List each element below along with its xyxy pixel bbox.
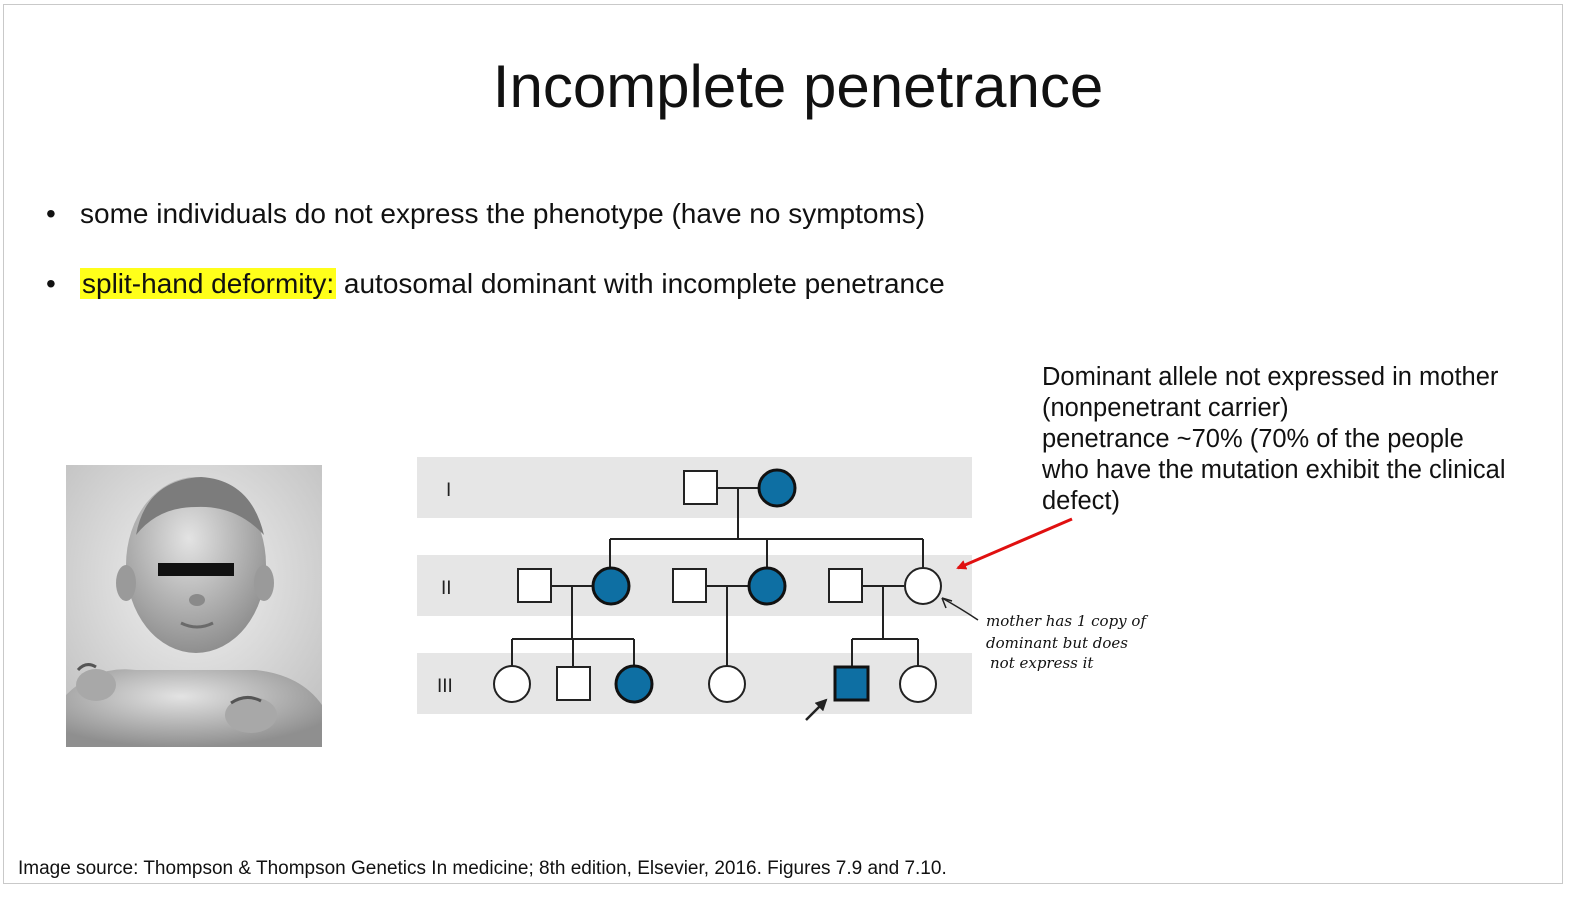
pedigree-male-unaffected [683,470,718,505]
pedigree-male-unaffected [556,666,591,701]
bullet-marker: • [46,268,56,299]
bullet-text: autosomal dominant with incomplete penet… [336,268,945,299]
bullet-text: some individuals do not express the phen… [80,198,926,229]
pedigree-male-proband [833,665,870,702]
pedigree-male-unaffected [828,568,863,603]
pedigree-chart: I II III [417,457,972,714]
handwritten-note-line: not express it [990,654,1094,672]
pedigree-female-unaffected [899,665,937,703]
bullet-marker: • [46,198,56,229]
bullet-item-2: • split-hand deformity: autosomal dominan… [46,268,945,300]
privacy-bar [158,563,234,576]
red-arrow-icon [956,517,1073,570]
pedigree-lines [511,487,924,666]
pedigree-female-affected [614,664,654,704]
generation-label-I: I [446,480,451,501]
pedigree-female-affected [591,566,631,606]
handwritten-note-line: mother has 1 copy of [986,612,1148,630]
infant-photo [66,465,322,747]
proband-arrow-icon [805,698,828,721]
pedigree-female-nonpenetrant [904,567,942,605]
highlighted-term: split-hand deformity: [80,268,337,299]
pedigree-male-unaffected [517,568,552,603]
image-source-caption: Image source: Thompson & Thompson Geneti… [18,858,947,879]
bullet-item-1: • some individuals do not express the phe… [46,198,925,230]
handwritten-arrow-icon [941,597,979,621]
pedigree-female-unaffected [493,665,531,703]
pedigree-female-affected [747,566,787,606]
generation-label-III: III [437,676,453,697]
generation-label-II: II [441,578,452,599]
pedigree-female-unaffected [708,665,746,703]
slide-title: Incomplete penetrance [492,53,1104,120]
pedigree-male-unaffected [672,568,707,603]
handwritten-note-line: dominant but does [986,634,1128,652]
penetrance-note: Dominant allele not expressed in mother … [1042,363,1506,515]
pedigree-female-affected [757,468,797,508]
